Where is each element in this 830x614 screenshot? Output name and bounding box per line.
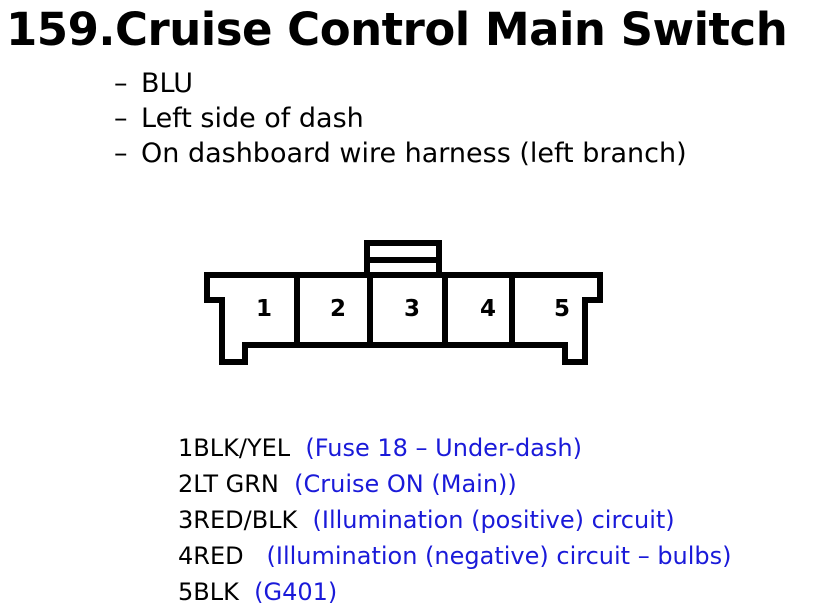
circuit-description: (Cruise ON (Main)) (294, 470, 517, 498)
bullet-dash: – (114, 138, 128, 169)
circuit-description: (Illumination (negative) circuit – bulbs… (266, 542, 732, 570)
page-title: 159.Cruise Control Main Switch (6, 3, 788, 56)
pinout-row: 3RED/BLK (Illumination (positive) circui… (178, 502, 732, 538)
detail-color: –BLU (114, 66, 687, 101)
pin-number-label: 4 (178, 542, 194, 570)
detail-harness: –On dashboard wire harness (left branch) (114, 136, 687, 171)
pin-number: 4 (480, 296, 496, 322)
circuit-description: (Fuse 18 – Under-dash) (305, 434, 582, 462)
pin-number: 3 (404, 296, 420, 322)
wire-color: RED (193, 542, 244, 570)
detail-text: Left side of dash (141, 103, 364, 134)
pin-number: 1 (256, 296, 272, 322)
wire-color: BLK (193, 578, 239, 606)
pin-number: 2 (330, 296, 346, 322)
pin-number: 5 (554, 296, 570, 322)
pinout-list: 1BLK/YEL (Fuse 18 – Under-dash) 2LT GRN … (178, 430, 732, 610)
connector-body-outline (204, 272, 603, 365)
wire-color: BLK/YEL (193, 434, 291, 462)
detail-text: BLU (141, 68, 193, 99)
connector-details-list: –BLU –Left side of dash –On dashboard wi… (114, 66, 687, 171)
pinout-row: 2LT GRN (Cruise ON (Main)) (178, 466, 732, 502)
pin-number-label: 3 (178, 506, 194, 534)
pinout-row: 1BLK/YEL (Fuse 18 – Under-dash) (178, 430, 732, 466)
pin-number-label: 1 (178, 434, 194, 462)
detail-location: –Left side of dash (114, 101, 687, 136)
circuit-description: (G401) (254, 578, 338, 606)
bullet-dash: – (114, 103, 128, 134)
wire-color: RED/BLK (193, 506, 298, 534)
pinout-row: 4RED (Illumination (negative) circuit – … (178, 538, 732, 574)
wire-color: LT GRN (193, 470, 279, 498)
pinout-row: 5BLK (G401) (178, 574, 732, 610)
circuit-description: (Illumination (positive) circuit) (312, 506, 675, 534)
pin-number-label: 5 (178, 578, 194, 606)
bullet-dash: – (114, 68, 128, 99)
pin-number-label: 2 (178, 470, 194, 498)
detail-text: On dashboard wire harness (left branch) (141, 138, 687, 169)
